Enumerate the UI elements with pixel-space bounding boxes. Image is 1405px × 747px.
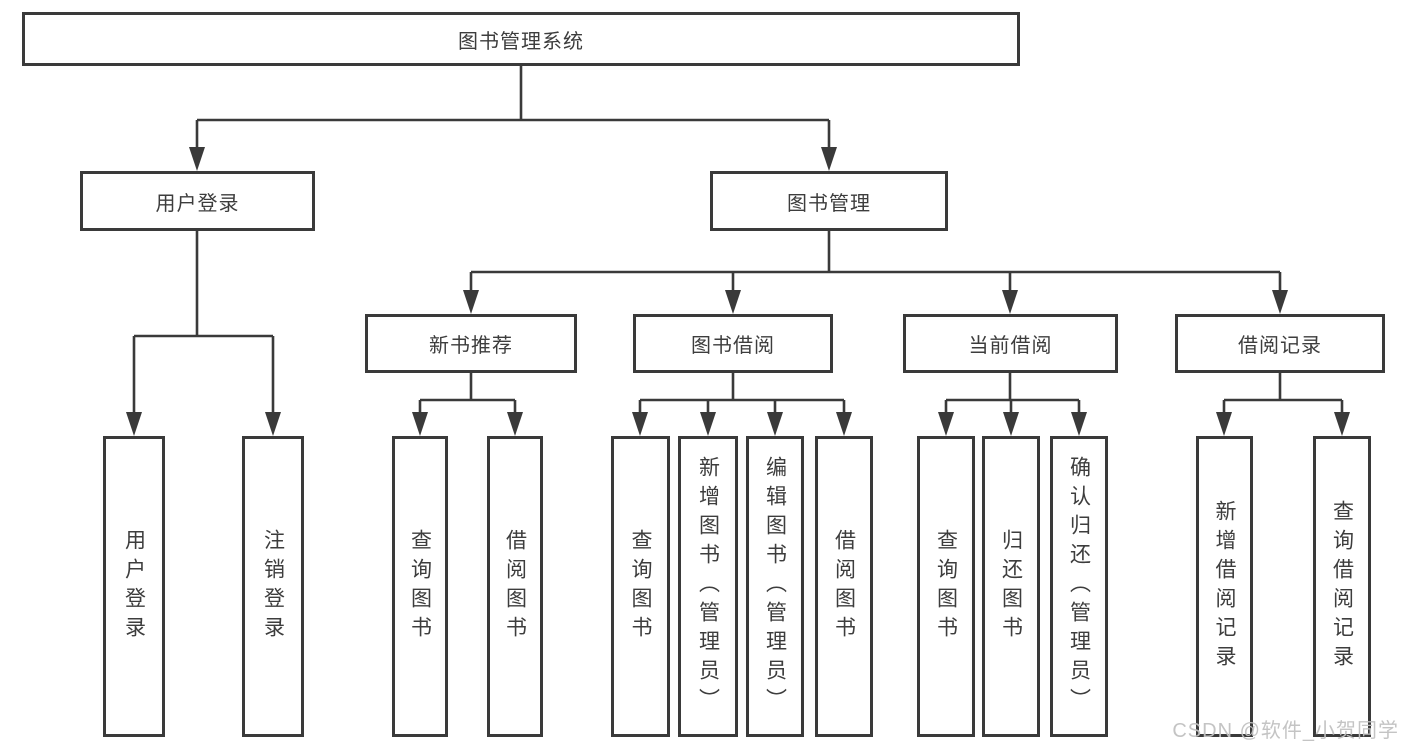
leaf-edit-book-admin-label: 编辑图书（管理员） — [763, 456, 787, 717]
connector-book-management — [469, 231, 1282, 293]
connector-borrow-records — [1222, 373, 1344, 414]
node-book-management: 图书管理 — [710, 171, 948, 231]
node-user-login-label: 用户登录 — [155, 192, 240, 215]
connector-new-book-recommend — [418, 373, 517, 414]
node-book-borrow: 图书借阅 — [633, 314, 833, 373]
leaf-add-book-admin: 新增图书（管理员） — [678, 436, 738, 737]
leaf-add-borrow-record-label: 新增借阅记录 — [1213, 499, 1236, 674]
leaf-query-books-1: 查询图书 — [392, 436, 448, 737]
connector-book-borrow — [638, 373, 846, 414]
leaf-query-books-3-label: 查询图书 — [934, 528, 958, 645]
leaf-borrow-books-2-label: 借阅图书 — [832, 528, 856, 645]
leaf-query-borrow-record-label: 查询借阅记录 — [1330, 499, 1354, 674]
leaf-logout: 注销登录 — [242, 436, 304, 737]
leaf-query-books-3: 查询图书 — [917, 436, 975, 737]
leaf-borrow-books-1-label: 借阅图书 — [503, 528, 527, 645]
csdn-watermark: CSDN @软件_小贺同学 — [1172, 720, 1399, 742]
leaf-borrow-books-1: 借阅图书 — [487, 436, 543, 737]
leaf-query-books-2: 查询图书 — [611, 436, 670, 737]
node-root: 图书管理系统 — [22, 12, 1020, 66]
leaf-logout-label: 注销登录 — [261, 528, 285, 645]
connector-user-login — [132, 231, 275, 415]
leaf-confirm-return-admin: 确认归还（管理员） — [1050, 436, 1108, 737]
leaf-query-borrow-record: 查询借阅记录 — [1313, 436, 1371, 737]
node-new-book-recommend-label: 新书推荐 — [429, 335, 513, 357]
node-borrow-records-label: 借阅记录 — [1238, 335, 1322, 357]
leaf-query-books-1-label: 查询图书 — [408, 528, 432, 645]
connector-current-borrow — [944, 373, 1081, 414]
arrowheads — [126, 147, 1350, 436]
leaf-return-books: 归还图书 — [982, 436, 1040, 737]
leaf-query-books-2-label: 查询图书 — [629, 528, 652, 645]
leaf-confirm-return-admin-label: 确认归还（管理员） — [1067, 456, 1091, 717]
node-root-label: 图书管理系统 — [458, 30, 584, 53]
node-new-book-recommend: 新书推荐 — [365, 314, 577, 373]
leaf-return-books-label: 归还图书 — [999, 528, 1023, 645]
leaf-user-login: 用户登录 — [103, 436, 165, 737]
node-current-borrow-label: 当前借阅 — [968, 335, 1053, 357]
node-user-login: 用户登录 — [80, 171, 315, 231]
node-borrow-records: 借阅记录 — [1175, 314, 1385, 373]
connector-root — [195, 66, 831, 150]
leaf-user-login-label: 用户登录 — [122, 528, 146, 645]
node-book-borrow-label: 图书借阅 — [691, 335, 775, 357]
leaf-borrow-books-2: 借阅图书 — [815, 436, 873, 737]
leaf-edit-book-admin: 编辑图书（管理员） — [746, 436, 804, 737]
leaf-add-book-admin-label: 新增图书（管理员） — [696, 456, 720, 717]
node-current-borrow: 当前借阅 — [903, 314, 1118, 373]
node-book-management-label: 图书管理 — [787, 192, 871, 215]
leaf-add-borrow-record: 新增借阅记录 — [1196, 436, 1253, 737]
